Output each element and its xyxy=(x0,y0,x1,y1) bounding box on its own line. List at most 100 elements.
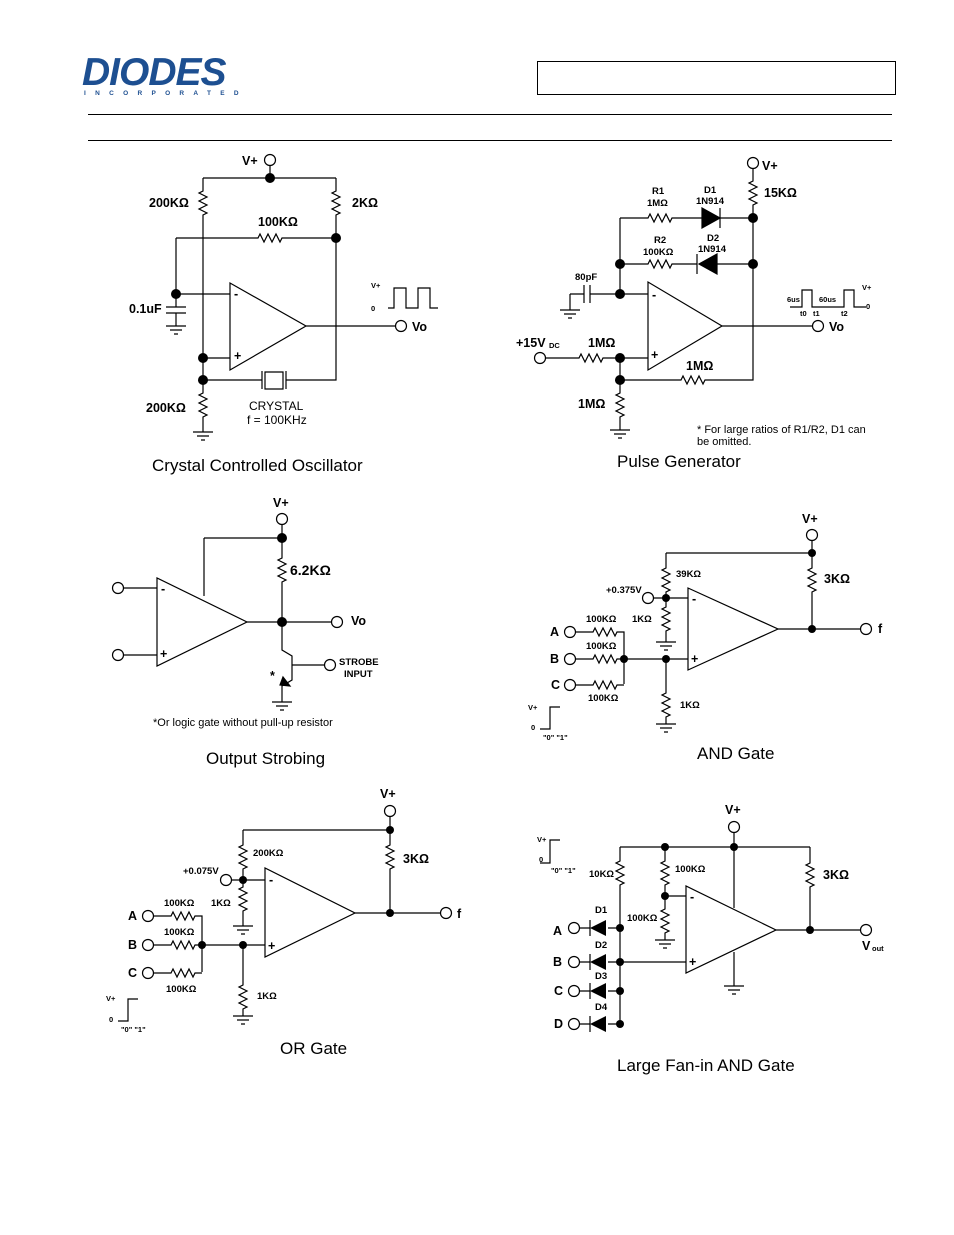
or-caption: OR Gate xyxy=(280,1039,347,1058)
and-vref: +0.375V xyxy=(606,585,642,596)
pulse-t0: t0 xyxy=(800,309,807,318)
svg-text:+: + xyxy=(160,647,167,661)
pulse-r15k: 15KΩ xyxy=(764,186,797,200)
fanin-output-sub: out xyxy=(872,944,884,953)
or-vplus: V+ xyxy=(380,787,396,801)
svg-text:-: - xyxy=(269,873,273,887)
and-input-b: B xyxy=(550,652,559,666)
svg-text:+: + xyxy=(689,955,696,969)
crystal-caption: Crystal Controlled Oscillator xyxy=(152,456,363,475)
pulse-rin: 1MΩ xyxy=(588,336,615,350)
fanin-input-a: A xyxy=(553,924,562,938)
and-level-zero: 0 xyxy=(531,723,535,732)
fanin-d1: D1 xyxy=(595,905,608,916)
and-vplus: V+ xyxy=(802,512,818,526)
and-rc: 100KΩ xyxy=(588,693,619,704)
crystal-oscillator-circuit: V+ 200KΩ 2KΩ 100KΩ 0.1uF 200KΩ CRYSTAL f… xyxy=(129,153,438,475)
crystal-frequency: f = 100KHz xyxy=(247,413,307,427)
pulse-note-line2: be omitted. xyxy=(697,436,751,448)
pulse-wave-vplus: V+ xyxy=(862,283,872,292)
or-r3k: 3KΩ xyxy=(403,852,429,866)
pulse-vin-sub: DC xyxy=(549,341,560,350)
strobe-note: *Or logic gate without pull-up resistor xyxy=(153,717,333,729)
crystal-r200k-top: 200KΩ xyxy=(149,196,189,210)
svg-text:-: - xyxy=(690,890,694,904)
or-input-c: C xyxy=(128,966,137,980)
strobe-caption: Output Strobing xyxy=(206,749,325,768)
fanin-and-gate-circuit: V+ 10KΩ 100KΩ 100KΩ 3KΩ D1 D2 D3 D4 A B … xyxy=(537,803,884,1075)
and-caption: AND Gate xyxy=(697,744,774,763)
and-rb: 100KΩ xyxy=(586,641,617,652)
or-level-states: "0" "1" xyxy=(121,1025,146,1034)
pulse-note-line1: * For large ratios of R1/R2, D1 can xyxy=(697,424,866,436)
fanin-r3k: 3KΩ xyxy=(823,868,849,882)
fanin-level-zero: 0 xyxy=(539,855,543,864)
or-r1k-bottom: 1KΩ xyxy=(257,991,277,1002)
crystal-output: Vo xyxy=(412,320,427,334)
pulse-opamp-plus: + xyxy=(651,348,658,362)
strobe-star: * xyxy=(270,669,275,683)
fanin-r100k-top: 100KΩ xyxy=(675,864,706,875)
header-rule-bottom xyxy=(88,140,892,141)
pulse-d2-name: D2 xyxy=(707,233,719,244)
fanin-output: V xyxy=(862,939,871,953)
svg-text:+: + xyxy=(691,652,698,666)
pulse-d1-name: D1 xyxy=(704,185,717,196)
or-input-a: A xyxy=(128,909,137,923)
fanin-input-c: C xyxy=(554,984,563,998)
pulse-output: Vo xyxy=(829,320,844,334)
pulse-t1: t1 xyxy=(813,309,820,318)
fanin-d3: D3 xyxy=(595,971,607,982)
and-output: f xyxy=(878,622,883,636)
fanin-d2: D2 xyxy=(595,940,607,951)
fanin-level-states: "0" "1" xyxy=(551,866,576,875)
pulse-rfb: 1MΩ xyxy=(686,359,713,373)
pulse-time-60us: 60us xyxy=(819,295,836,304)
fanin-level-vplus: V+ xyxy=(537,835,547,844)
pulse-r2-value: 100KΩ xyxy=(643,247,674,258)
logo-subtext: INCORPORATED xyxy=(84,90,248,97)
crystal-label: CRYSTAL xyxy=(249,399,304,413)
fanin-vplus: V+ xyxy=(725,803,741,817)
fanin-d4: D4 xyxy=(595,1002,608,1013)
and-input-a: A xyxy=(550,625,559,639)
crystal-cap: 0.1uF xyxy=(129,302,162,316)
crystal-wave-zero: 0 xyxy=(371,304,375,313)
or-rc: 100KΩ xyxy=(166,984,197,995)
strobe-input-line1: STROBE xyxy=(339,657,379,668)
crystal-opamp-plus: + xyxy=(234,349,241,363)
crystal-opamp-minus: - xyxy=(234,287,238,301)
pulse-time-6us: 6us xyxy=(787,295,800,304)
fanin-input-b: B xyxy=(553,955,562,969)
and-gate-circuit: V+ 39KΩ +0.375V 1KΩ 100KΩ 100KΩ 100KΩ 1K… xyxy=(528,512,883,763)
logo-text: DIODES xyxy=(82,51,227,94)
fanin-r100k-bottom: 100KΩ xyxy=(627,913,658,924)
pulse-r1-name: R1 xyxy=(652,186,665,197)
strobe-vplus: V+ xyxy=(273,496,289,510)
or-level-zero: 0 xyxy=(109,1015,113,1024)
pulse-d2-value: 1N914 xyxy=(698,244,727,255)
crystal-wave-vplus: V+ xyxy=(371,281,381,290)
pulse-t2: t2 xyxy=(841,309,848,318)
or-rb: 100KΩ xyxy=(164,927,195,938)
pulse-d1-value: 1N914 xyxy=(696,196,725,207)
pulse-cap: 80pF xyxy=(575,272,597,283)
diodes-logo: DIODES INCORPORATED xyxy=(82,51,254,100)
and-r3k: 3KΩ xyxy=(824,572,850,586)
and-level-vplus: V+ xyxy=(528,703,538,712)
or-level-vplus: V+ xyxy=(106,994,116,1003)
strobe-input-line2: INPUT xyxy=(344,669,373,680)
strobe-output: Vo xyxy=(351,614,366,628)
pulse-r2-name: R2 xyxy=(654,235,666,246)
or-ra: 100KΩ xyxy=(164,898,195,909)
crystal-r2k: 2KΩ xyxy=(352,196,378,210)
pulse-opamp-minus: - xyxy=(652,288,656,302)
and-r1k-bottom: 1KΩ xyxy=(680,700,700,711)
or-vref: +0.075V xyxy=(183,866,219,877)
header-rule-top xyxy=(88,114,892,115)
pulse-vplus: V+ xyxy=(762,159,778,173)
svg-text:+: + xyxy=(268,939,275,953)
crystal-r100k: 100KΩ xyxy=(258,215,298,229)
crystal-r200k-bottom: 200KΩ xyxy=(146,401,186,415)
pulse-rgnd: 1MΩ xyxy=(578,397,605,411)
